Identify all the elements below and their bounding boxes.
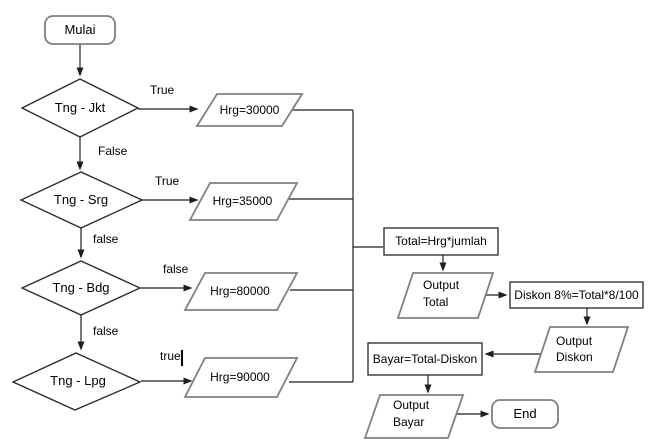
branch-label-d4-true: true — [160, 349, 181, 363]
decision-d4-shape — [11, 352, 142, 411]
data-output-diskon-label: Output Diskon — [556, 334, 593, 364]
data-output-bayar-shape — [363, 394, 465, 439]
decision-d3-shape — [20, 260, 142, 316]
process-total-label: Total=Hrg*jumlah — [395, 234, 487, 249]
decision-d2-label: Tng - Srg — [53, 192, 109, 208]
branch-label-d3-right: false — [163, 262, 189, 276]
data-p2-shape — [188, 182, 299, 221]
data-output-bayar-label: Output Bayar — [393, 398, 430, 429]
branch-label-d1-true: True — [150, 83, 175, 97]
process-bayar-label: Bayar=Total-Diskon — [372, 351, 478, 366]
branch-label-d2-false: false — [93, 232, 119, 246]
process-diskon-shape — [509, 281, 644, 309]
process-total-shape — [383, 227, 499, 256]
terminator-start-shape — [44, 15, 116, 45]
process-diskon-label: Diskon 8%=Total*8/100 — [514, 287, 639, 302]
branch-label-d3-down: false — [93, 324, 119, 338]
decision-d2-shape — [19, 171, 144, 229]
branch-label-d2-true: True — [155, 174, 180, 188]
process-bayar-shape — [367, 342, 483, 376]
decision-d3-label: Tng - Bdg — [52, 280, 110, 296]
data-output-diskon-shape — [533, 326, 630, 373]
decision-d4-label: Tng - Lpg — [50, 373, 106, 389]
branch-label-d1-false: False — [98, 144, 128, 158]
decision-d1-label: Tng - Jkt — [54, 100, 106, 116]
data-p3-label: Hrg=80000 — [210, 283, 270, 298]
end-label: End — [513, 406, 537, 422]
data-p4-label: Hrg=90000 — [210, 369, 270, 384]
start-label: Mulai — [64, 22, 96, 38]
data-output-total-shape — [396, 272, 495, 319]
data-output-total-label: Output Total — [423, 278, 460, 309]
terminator-end-shape — [491, 399, 559, 429]
text-cursor[interactable] — [181, 350, 183, 366]
decision-d1-shape — [20, 78, 140, 138]
data-p4-shape — [183, 357, 299, 398]
data-p1-label: Hrg=30000 — [219, 102, 280, 117]
data-p3-shape — [183, 272, 299, 311]
data-p1-shape — [195, 93, 304, 127]
data-p2-label: Hrg=35000 — [212, 193, 273, 208]
